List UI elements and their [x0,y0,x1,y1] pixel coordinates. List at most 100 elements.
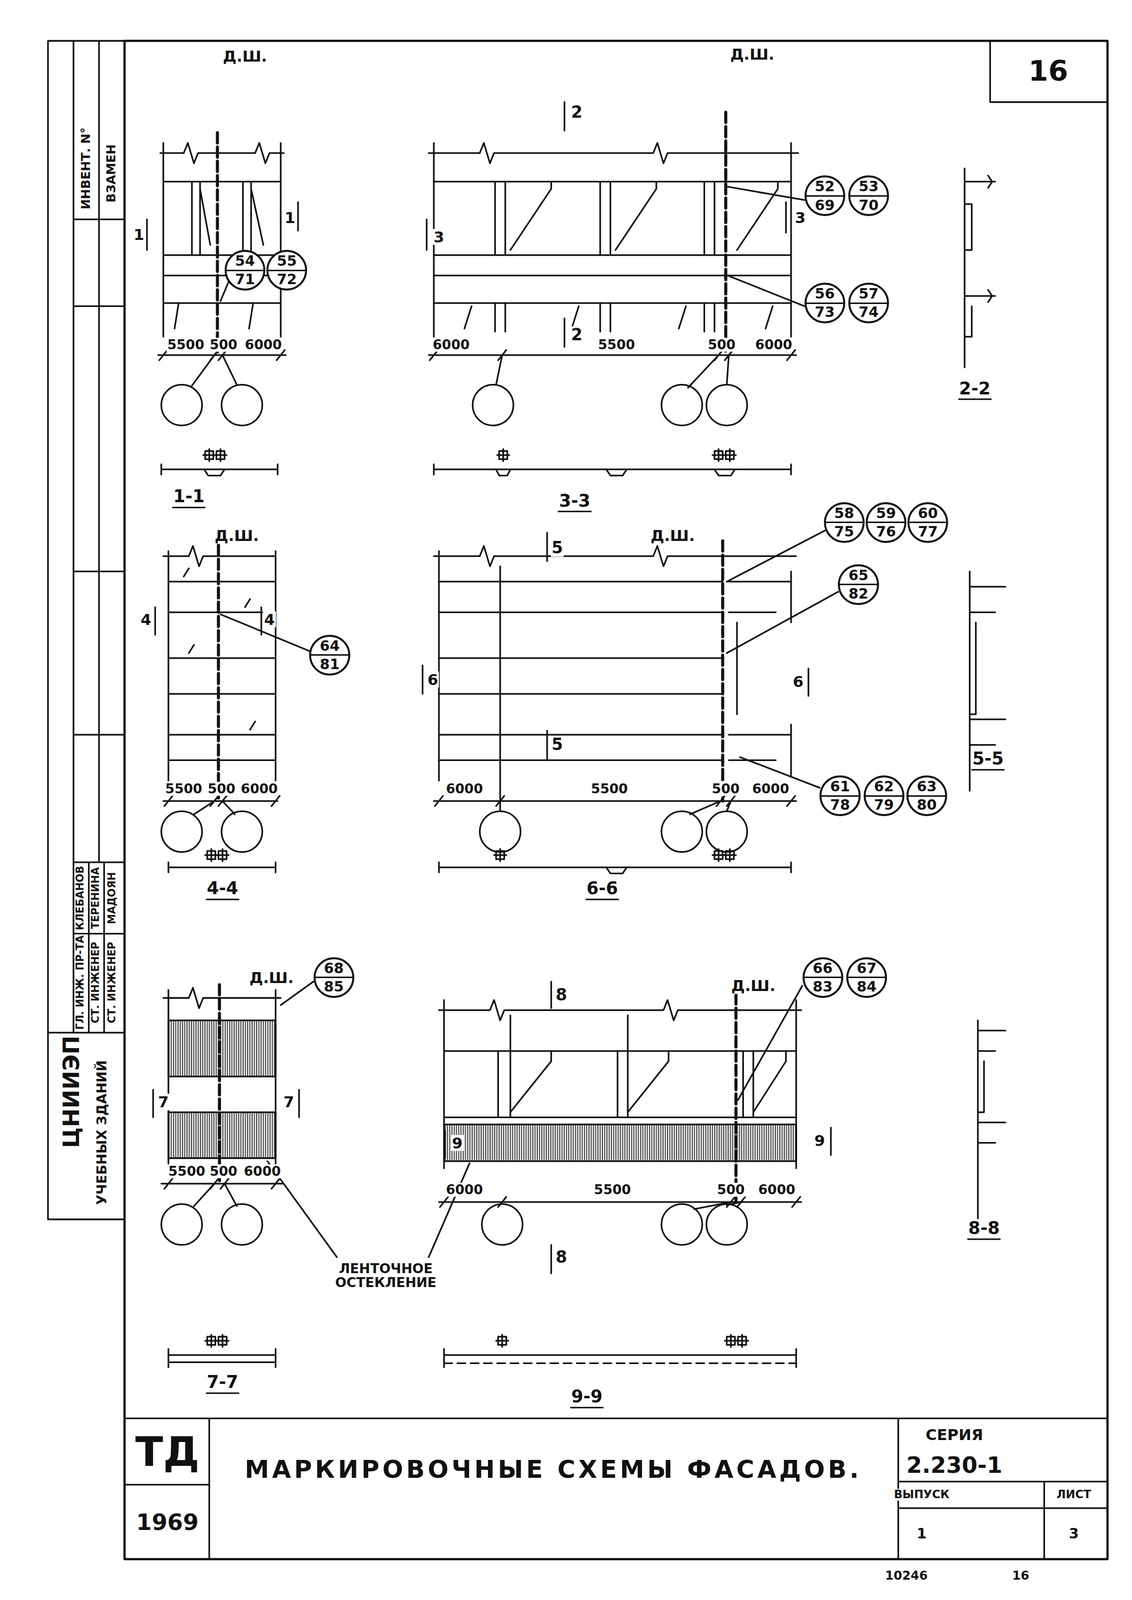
facade-1 [203,449,227,462]
callout-number: 83 [812,979,833,995]
circle-half: 53 [850,177,888,196]
circle-divider [268,269,306,272]
facade-3 [510,181,778,251]
circle-half: 83 [804,977,842,997]
circle-half: 61 [821,777,859,797]
facade-9 [445,981,831,1274]
drawing-label: 500 [711,782,741,797]
circle-half: 54 [226,251,264,271]
stamp-text: ГЛ. ИНЖ. ПР-ТА [75,934,86,1032]
callout-number: 65 [848,568,869,583]
stamp-strip [48,40,125,1220]
drawing-label: Д.Ш. [213,527,260,544]
drawing-label: ВЫПУСК [892,1489,951,1502]
section-2-2 [964,168,996,368]
facade-1 [191,355,237,387]
facade-9 [438,1000,802,1021]
axis-circle [161,384,203,426]
callout-number: 54 [235,253,255,269]
drawing-label: 6000 [240,782,279,797]
callout-number: 78 [830,798,851,813]
drawing-label: 500 [208,1164,239,1179]
section-title: 2-2 [958,379,992,401]
facade-1 [163,143,281,337]
drawing-label: 6000 [242,1164,282,1179]
circle-half: 71 [226,270,264,289]
callout-number: 79 [874,798,894,813]
drawing-label: 3 [432,228,446,245]
callout-number: 74 [858,305,879,320]
stamp-text: СТ. ИНЖЕНЕР [90,941,102,1025]
circle-half: 74 [850,303,888,322]
facade-1 [163,181,281,304]
facade-7 [168,990,276,1169]
callout-number: 81 [319,657,340,672]
callout-number: 55 [276,253,297,269]
facade-9 [510,1051,787,1113]
circle-divider [839,583,877,586]
drawing-label: 5 [550,736,565,754]
circle-divider [804,976,842,979]
facade-3 [496,449,736,462]
facade-6 [728,581,792,761]
sheet-title: МАРКИРОВОЧНЫЕ СХЕМЫ ФАСАДОВ. [244,1455,862,1485]
drawing-label: 5500 [597,337,637,352]
callout-number: 66 [812,961,833,976]
section-title: 8-8 [967,1219,1001,1241]
axis-circle [661,1204,703,1246]
facade-9 [510,1015,628,1052]
drawing-label: 6 [426,671,439,688]
sheet-frame [124,1418,1108,1560]
drawing-label: 5500 [164,782,204,797]
drawing-label: 4 [263,611,276,628]
section-title: 4-4 [205,879,240,901]
circle-half: 85 [315,977,353,997]
callout-number: 60 [917,506,938,521]
drawing-label: ЛИСТ [1055,1489,1093,1502]
axis-circle [661,384,703,426]
drawing-label: 16 [1011,1569,1031,1583]
callout-number: 59 [876,506,896,521]
marking-circle: 5673 [804,282,846,324]
circle-half: 64 [311,637,348,656]
drawing-label: Д.Ш. [248,970,295,986]
facade-6 [500,801,731,815]
leader-line [220,186,839,1258]
facade-7 [168,1020,276,1077]
stamp-strip [48,40,125,1220]
facade-3 [433,181,792,304]
marking-circle: 5370 [848,175,890,217]
marking-circle: 6279 [863,775,905,817]
stamp-text: ТЕРЕНИНА [90,866,102,931]
facade-4 [163,796,280,807]
callout-number: 80 [916,798,937,813]
circle-half: 65 [839,566,877,585]
page-number: 16 [1027,56,1070,87]
drawing-label: 5500 [166,337,206,352]
facade-1 [160,143,284,164]
circle-divider [806,195,844,197]
facade-9 [444,1363,797,1365]
stamp-text: УЧЕБНЫХ ЗДАНИЙ [94,1059,109,1207]
drawing-label: 7 [157,1094,170,1111]
section-8-8 [977,1020,1006,1220]
callout-number: 57 [858,286,879,302]
drawing-label: 6000 [754,337,794,352]
callout-number: 56 [814,286,835,302]
callout-number: 58 [834,506,855,521]
facade-1 [161,464,278,477]
facade-3 [433,464,792,477]
callout-number: 71 [235,272,255,287]
circle-half: 67 [848,959,886,978]
circle-half: 76 [867,522,905,542]
axis-circle [706,384,747,426]
drawing-label: 500 [716,1183,746,1198]
facade-3 [426,101,787,347]
drawing-label: 8 [554,1248,568,1267]
facade-6 [493,849,736,862]
circle-divider [867,521,905,524]
drawing-label: 6000 [444,782,484,797]
facade-1 [174,303,253,329]
circle-half: 75 [825,522,863,542]
